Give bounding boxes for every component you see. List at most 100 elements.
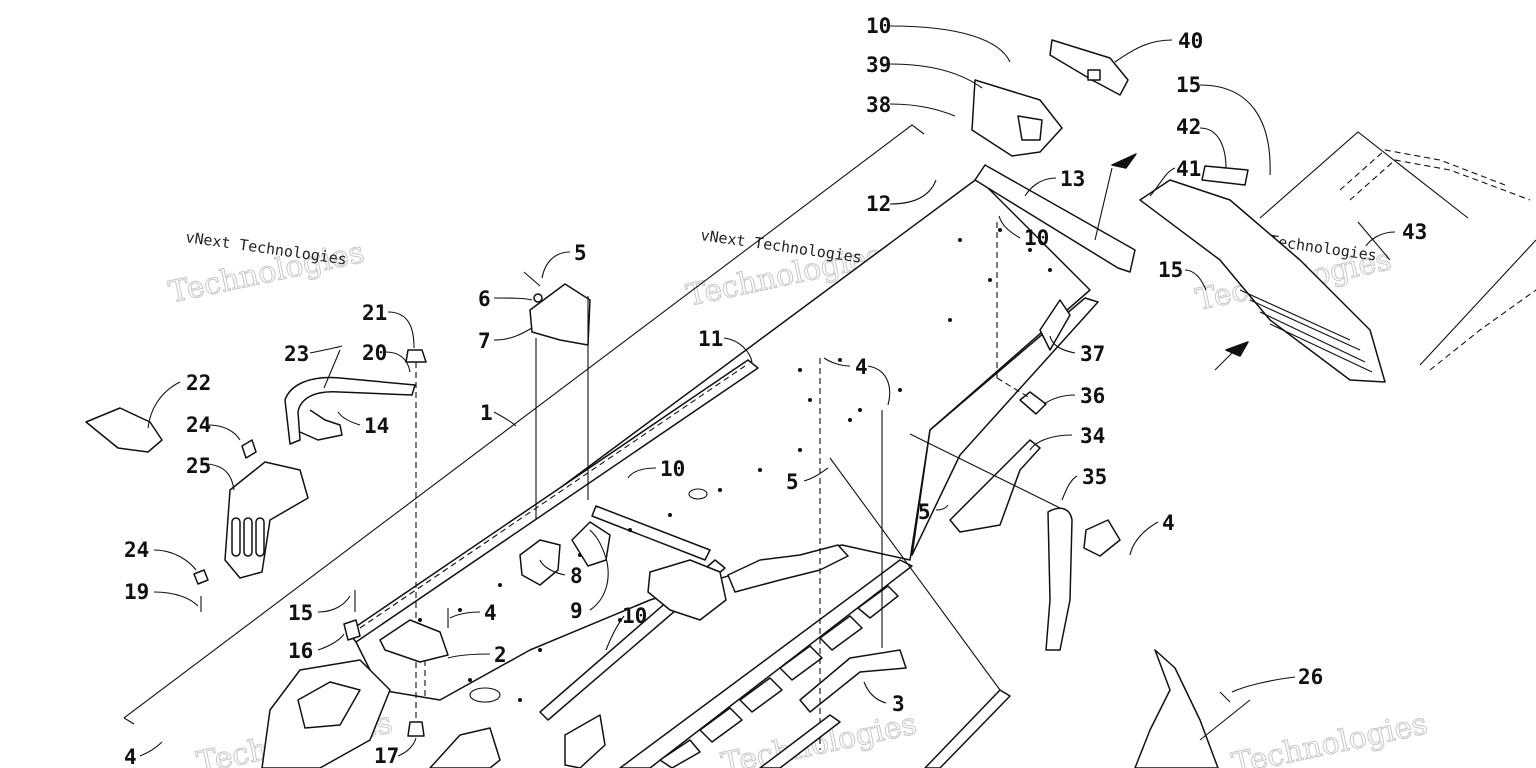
callout-label: 24 bbox=[124, 538, 149, 562]
callout-label: 13 bbox=[1060, 167, 1085, 191]
retainer-plate-8 bbox=[519, 539, 561, 586]
callout-label: 4 bbox=[1162, 511, 1175, 535]
callout-label: 10 bbox=[866, 14, 891, 38]
lower-rail bbox=[759, 714, 841, 768]
taillight-cover-40 bbox=[1049, 39, 1129, 96]
callout-labels: 10 40 39 15 38 42 41 13 12 10 43 15 5 6 … bbox=[124, 14, 1427, 768]
tunnel-outline-frame bbox=[123, 124, 925, 719]
track-rail-lattice bbox=[619, 559, 913, 768]
callout-label: 15 bbox=[1176, 73, 1201, 97]
tunnel-reference-frame bbox=[1259, 131, 1469, 219]
callout-label: 15 bbox=[288, 601, 313, 625]
callout-label: 41 bbox=[1176, 157, 1201, 181]
callout-label: 4 bbox=[124, 745, 137, 768]
retainer-plate-9 bbox=[571, 521, 611, 567]
clip-24-upper bbox=[241, 439, 257, 459]
front-plate bbox=[564, 714, 606, 768]
arrow-marker bbox=[1111, 153, 1137, 169]
bolt-23 bbox=[323, 349, 341, 389]
fastener-path bbox=[996, 377, 1031, 399]
callout-label: 9 bbox=[570, 599, 583, 623]
bolt-17 bbox=[407, 721, 425, 737]
callout-label: 37 bbox=[1080, 342, 1105, 366]
callout-label: 3 bbox=[892, 692, 905, 716]
callout-label: 8 bbox=[570, 564, 583, 588]
leader-line bbox=[1094, 167, 1113, 241]
leader-lines bbox=[139, 25, 1396, 757]
rear-flap-41 bbox=[1139, 179, 1386, 383]
callout-label: 10 bbox=[622, 604, 647, 628]
corner-brace bbox=[429, 727, 501, 768]
alignment-line bbox=[909, 433, 1061, 509]
running-board-35 bbox=[1045, 507, 1073, 651]
callout-label: 36 bbox=[1080, 384, 1105, 408]
callout-label: 2 bbox=[494, 643, 507, 667]
callout-label: 22 bbox=[186, 371, 211, 395]
rear-crossbar bbox=[974, 164, 1136, 273]
center-bracket bbox=[647, 559, 727, 621]
callout-label: 1 bbox=[480, 401, 493, 425]
nut-6 bbox=[533, 293, 543, 303]
callout-label: 43 bbox=[1402, 220, 1427, 244]
callout-label: 4 bbox=[855, 355, 868, 379]
tunnel-hole-pattern bbox=[418, 228, 1052, 702]
rivet-5 bbox=[523, 271, 541, 287]
oval-slot bbox=[688, 488, 708, 500]
crenellated-bracket bbox=[727, 544, 849, 593]
snow-flap-brace bbox=[1039, 299, 1071, 351]
bolt-26 bbox=[1219, 691, 1231, 703]
callout-label: 23 bbox=[284, 342, 309, 366]
callout-label: 38 bbox=[866, 93, 891, 117]
taillight-housing-39 bbox=[971, 79, 1063, 157]
callout-label: 7 bbox=[478, 329, 491, 353]
rear-bumper-ghost bbox=[1349, 159, 1531, 201]
callout-label: 26 bbox=[1298, 665, 1323, 689]
nut-21 bbox=[405, 349, 427, 363]
diagonal-brace bbox=[591, 505, 711, 561]
flap-ribs bbox=[1239, 289, 1373, 373]
callout-label: 15 bbox=[1158, 258, 1183, 282]
bracket-edge bbox=[1199, 699, 1251, 741]
callout-label: 16 bbox=[288, 639, 313, 663]
rear-clip-36 bbox=[1019, 391, 1047, 415]
rear-bumper-ghost bbox=[1339, 149, 1506, 191]
callout-label: 21 bbox=[362, 301, 387, 325]
bracket-2 bbox=[379, 619, 449, 663]
taillight-lens bbox=[1017, 115, 1043, 141]
plate-4-right bbox=[1083, 519, 1121, 557]
callout-label: 10 bbox=[1024, 226, 1049, 250]
callout-label: 10 bbox=[660, 457, 685, 481]
rear-bumper-ghost bbox=[1429, 289, 1536, 371]
callout-label: 35 bbox=[1082, 465, 1107, 489]
callout-label: 24 bbox=[186, 413, 211, 437]
callout-label: 39 bbox=[866, 53, 891, 77]
callout-label: 4 bbox=[484, 601, 497, 625]
callout-label: 17 bbox=[374, 744, 399, 768]
callout-label: 25 bbox=[186, 454, 211, 478]
reflector-decal-42 bbox=[1201, 165, 1249, 186]
cover-tab bbox=[1087, 69, 1101, 81]
callout-label: 6 bbox=[478, 287, 491, 311]
oval-slot bbox=[469, 687, 501, 703]
callout-label: 5 bbox=[918, 500, 931, 524]
clip-16 bbox=[343, 619, 361, 641]
watermark-outline-text: Technologies bbox=[1229, 707, 1430, 768]
clip-24-lower bbox=[193, 569, 209, 585]
callout-label: 20 bbox=[362, 341, 387, 365]
fastener-43 bbox=[1357, 221, 1391, 261]
callout-label: 19 bbox=[124, 580, 149, 604]
hook-14 bbox=[299, 409, 343, 441]
arrow-marker bbox=[1225, 341, 1249, 357]
alignment-line bbox=[829, 457, 1001, 691]
frame-corner bbox=[123, 717, 135, 725]
cover-22 bbox=[85, 407, 163, 453]
callout-label: 14 bbox=[364, 414, 389, 438]
callout-label: 42 bbox=[1176, 115, 1201, 139]
heat-shield-slots bbox=[231, 517, 265, 557]
leader-line bbox=[1214, 349, 1236, 371]
left-rail-rivets bbox=[359, 365, 746, 629]
handle-bracket-20 bbox=[284, 376, 416, 445]
brace-3 bbox=[799, 649, 907, 713]
callout-label: 5 bbox=[786, 470, 799, 494]
